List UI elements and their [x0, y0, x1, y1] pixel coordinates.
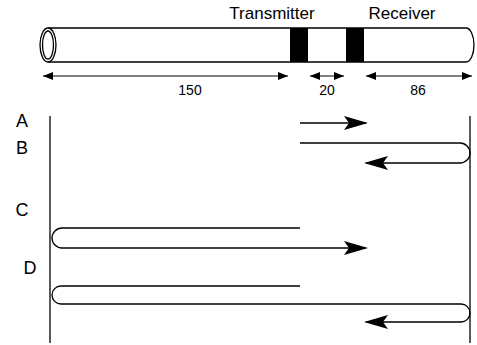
transmitter-band [290, 28, 308, 62]
ray-paths [52, 123, 470, 322]
part-label: Receiver [368, 5, 435, 22]
tube-ends [50, 116, 470, 343]
tube [40, 28, 474, 62]
path-letter: B [16, 139, 28, 157]
path-letter: D [24, 259, 37, 277]
part-label: Transmitter [229, 5, 314, 22]
dimension: 150 [178, 83, 201, 97]
path-letter: C [16, 201, 29, 219]
dimension-lines [43, 76, 472, 77]
path-letter: A [16, 112, 28, 130]
dimension: 86 [410, 83, 426, 97]
receiver-band [346, 28, 364, 62]
dimension: 20 [319, 83, 335, 97]
